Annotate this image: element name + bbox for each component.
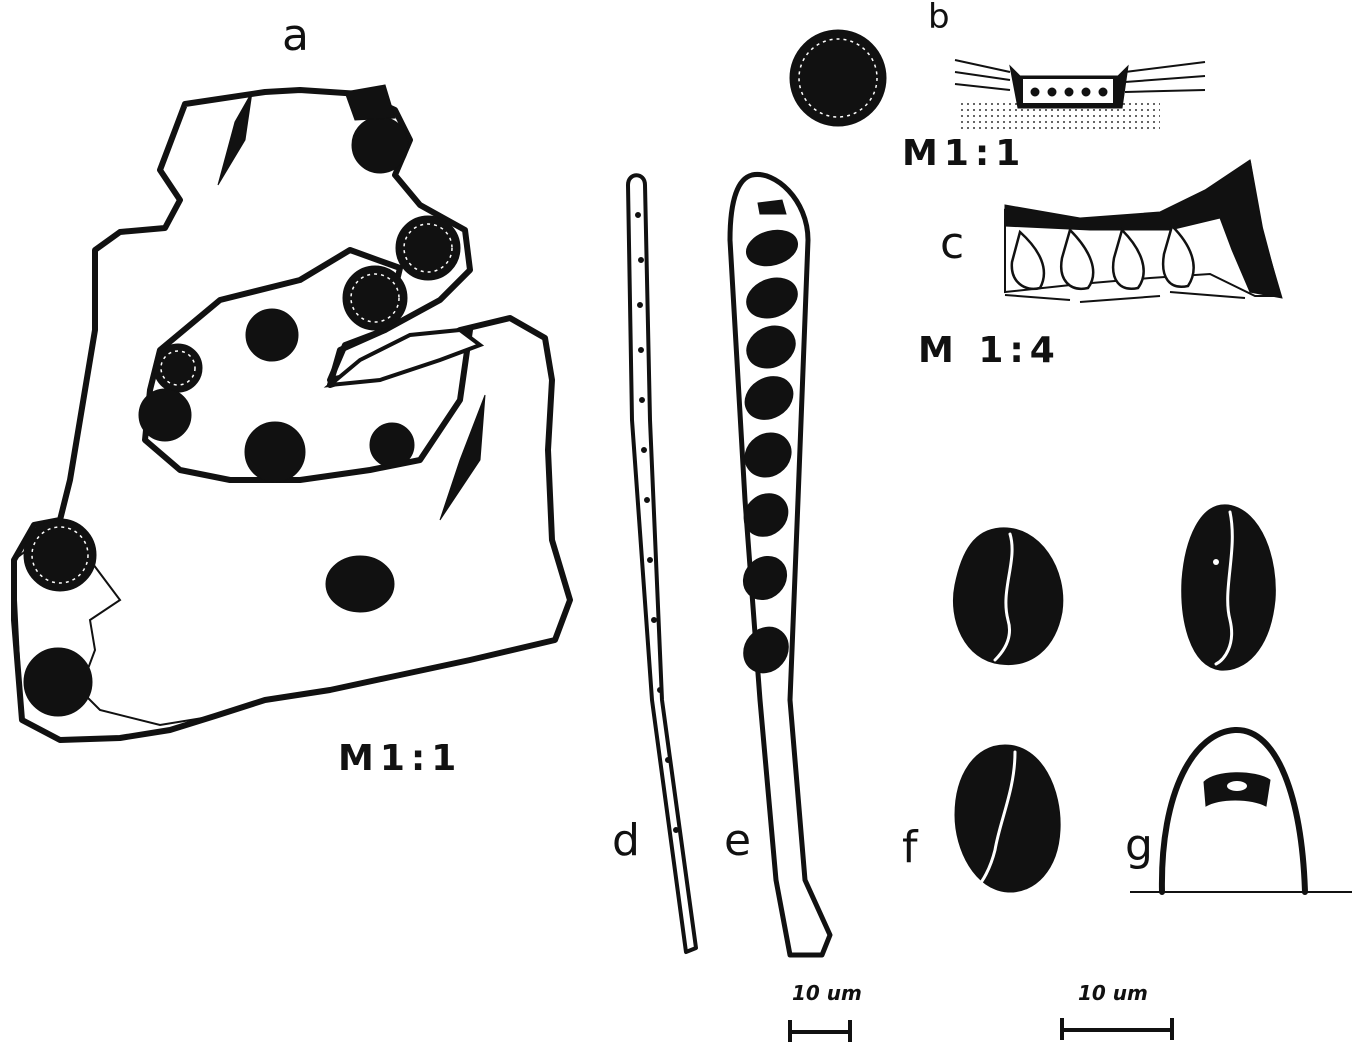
- panel-d-letter: d: [612, 815, 640, 866]
- panel-f-letter: f: [902, 822, 919, 873]
- panel-g-letter: g: [1125, 820, 1153, 871]
- panel-e-letter: e: [724, 815, 751, 866]
- panel-a-letter: a: [282, 10, 309, 61]
- panel-f-ascospores: [953, 505, 1275, 892]
- panel-a-substrate: [14, 85, 570, 740]
- scale-bar-2-label: 10 um: [1078, 981, 1148, 1005]
- scale-bar-1-label: 10 um: [792, 981, 862, 1005]
- panel-b-ascoma-section: [955, 60, 1205, 130]
- scale-bar-1: 10 um: [790, 981, 862, 1042]
- panel-b-ascoma-top-view: [790, 30, 886, 126]
- panel-g-ascus-apex: [1130, 730, 1352, 892]
- scale-bar-2: 10 um: [1062, 981, 1172, 1040]
- panel-c-letter: c: [940, 218, 964, 269]
- panel-c-magnification: M 1:4: [918, 330, 1061, 371]
- panel-b-magnification: M1:1: [902, 133, 1026, 174]
- panel-b-letter: b: [928, 0, 950, 37]
- panel-c-hymenium-section: [1005, 160, 1282, 302]
- panel-a-magnification: M1:1: [338, 738, 462, 779]
